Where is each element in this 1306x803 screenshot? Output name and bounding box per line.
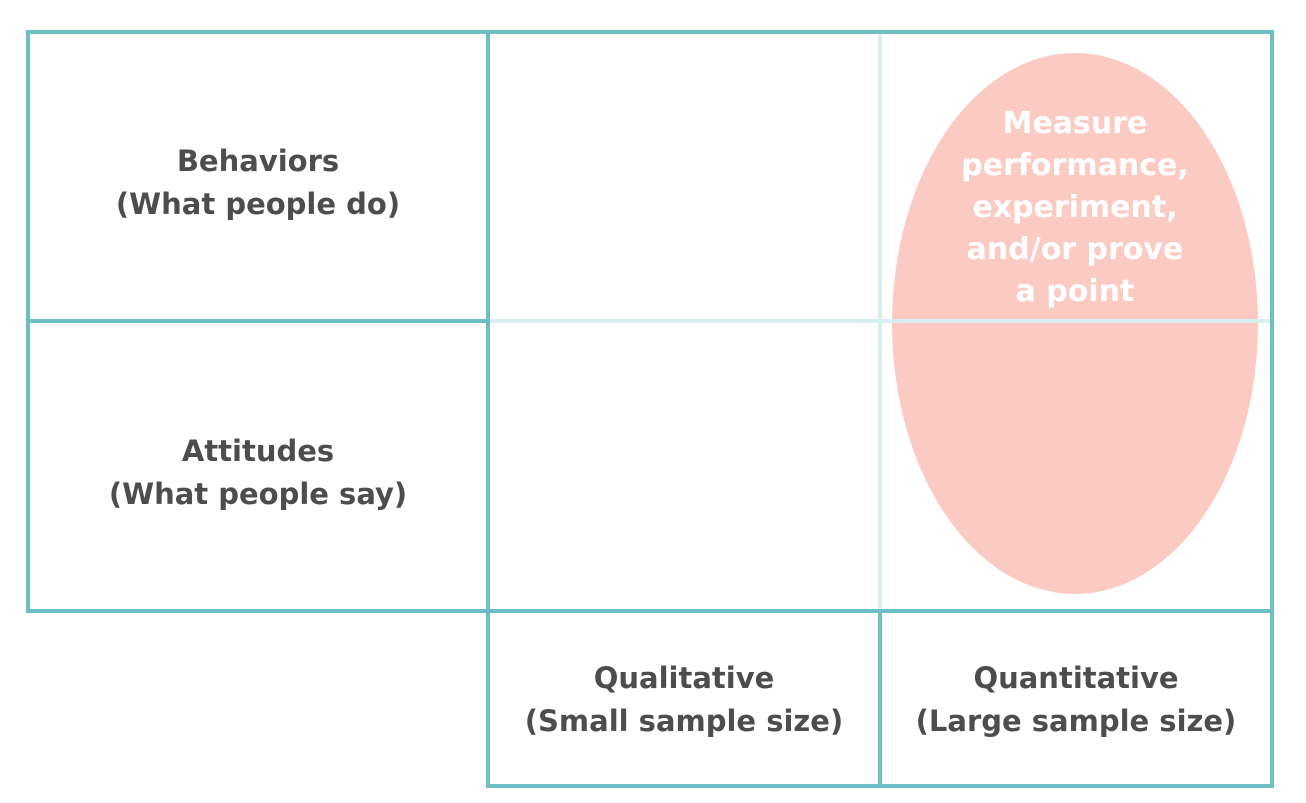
row-label-behaviors-subtitle: (What people do) bbox=[115, 187, 401, 221]
inner-horizontal-divider bbox=[488, 319, 1272, 323]
highlight-text-line: and/or prove bbox=[966, 232, 1184, 267]
column-label-divider bbox=[878, 609, 882, 788]
column-label-quantitative: Quantitative (Large sample size) bbox=[882, 657, 1270, 743]
quantitative-behaviors-highlight-oval bbox=[892, 53, 1258, 594]
column-label-bottom-border bbox=[486, 784, 1274, 788]
row-label-behaviors-title: Behaviors bbox=[176, 144, 340, 178]
column-label-qualitative-subtitle: (Small sample size) bbox=[524, 704, 844, 738]
highlight-text-line: Measure bbox=[1002, 106, 1148, 141]
label-column-divider bbox=[486, 30, 490, 788]
matrix-top-border bbox=[26, 30, 1274, 34]
highlight-text-line: a point bbox=[1015, 274, 1135, 309]
matrix-bottom-border bbox=[26, 609, 1274, 613]
highlight-text-line: performance, bbox=[961, 148, 1189, 183]
row-label-divider bbox=[26, 319, 490, 323]
column-label-qualitative: Qualitative (Small sample size) bbox=[490, 657, 878, 743]
column-label-quantitative-title: Quantitative bbox=[973, 661, 1179, 695]
row-label-attitudes-subtitle: (What people say) bbox=[108, 477, 408, 511]
column-label-qualitative-title: Qualitative bbox=[593, 661, 775, 695]
column-label-quantitative-subtitle: (Large sample size) bbox=[915, 704, 1237, 738]
row-label-attitudes: Attitudes (What people say) bbox=[30, 430, 486, 516]
row-label-attitudes-title: Attitudes bbox=[181, 434, 335, 468]
matrix-right-border bbox=[1270, 30, 1274, 788]
row-label-behaviors: Behaviors (What people do) bbox=[30, 140, 486, 226]
highlight-text-line: experiment, bbox=[972, 190, 1178, 225]
highlight-text: Measure performance, experiment, and/or … bbox=[925, 103, 1225, 313]
